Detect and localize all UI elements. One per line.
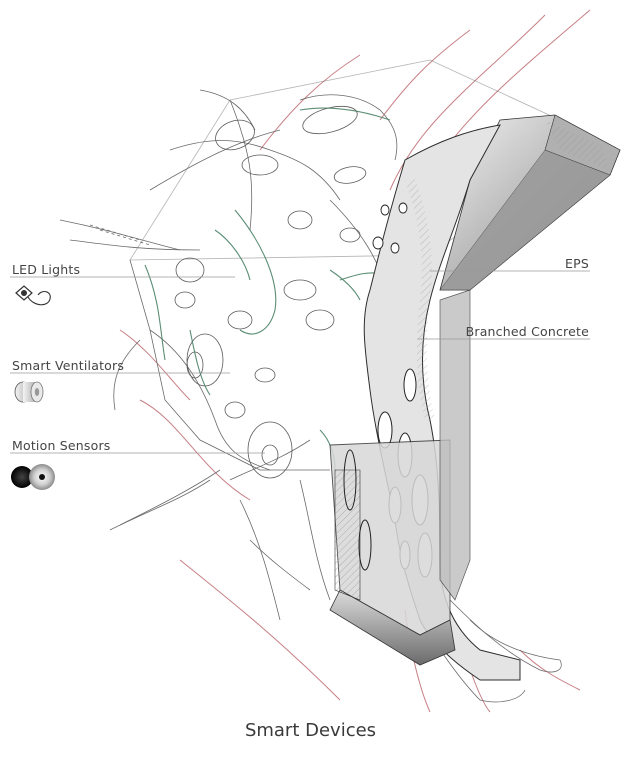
- label-branched-concrete: Branched Concrete: [466, 324, 589, 339]
- label-led-lights: LED Lights: [12, 262, 80, 277]
- label-smart-ventilators: Smart Ventilators: [12, 358, 124, 373]
- label-eps: EPS: [565, 256, 589, 271]
- motion-sensor-icon: [11, 464, 55, 490]
- diagram-caption: Smart Devices: [0, 720, 621, 741]
- lower-box: [330, 440, 455, 665]
- ventilator-fan-icon: [15, 382, 43, 402]
- led-light-icon: [16, 286, 50, 305]
- label-motion-sensors: Motion Sensors: [12, 438, 111, 453]
- wireframe-loops: [175, 101, 367, 478]
